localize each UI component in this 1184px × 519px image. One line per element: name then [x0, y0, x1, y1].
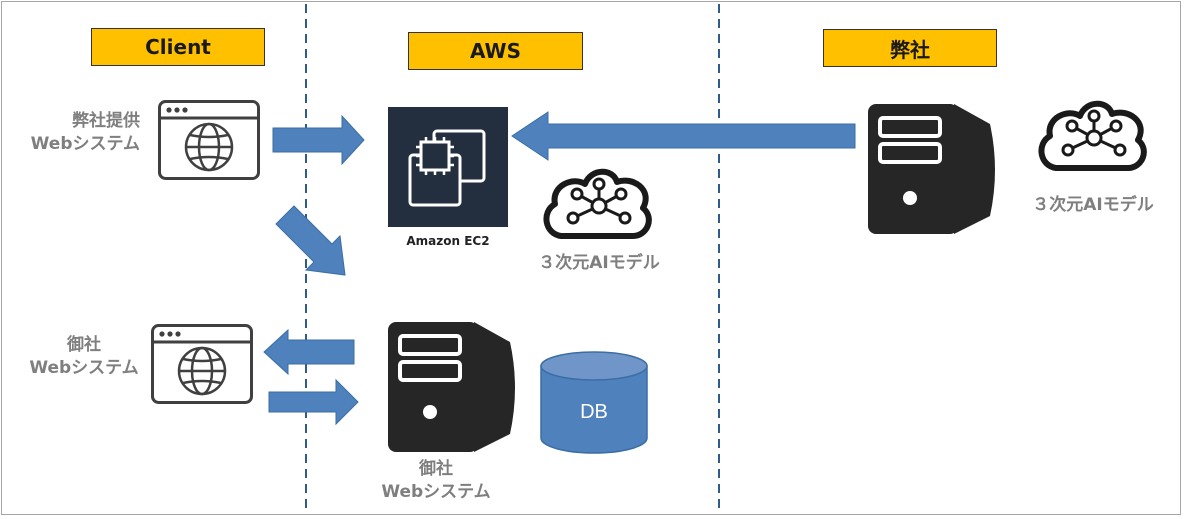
aws-server-label-line1: 御社 [419, 459, 453, 479]
client-column-header: Client [91, 28, 265, 66]
arrow-right-to-server [268, 378, 359, 426]
database-cylinder-icon: DB [540, 351, 648, 454]
server-icon [868, 104, 995, 234]
globe-icon [177, 346, 227, 396]
company-system-label-line2: Webシステム [30, 134, 140, 154]
server-icon [388, 322, 515, 452]
browser-window-icon [151, 324, 253, 404]
client-system-label-line1: 御社 [67, 335, 101, 355]
ai-model-company-label: ３次元AIモデル [1032, 195, 1154, 215]
aws-column-header: AWS [408, 32, 583, 70]
arrow-diagonal-to-ec2 [275, 205, 346, 276]
company-column-header: 弊社 [823, 29, 997, 67]
ec2-chip-icon [388, 107, 508, 227]
ec2-caption: Amazon EC2 [406, 234, 490, 248]
arrow-left-from-company [511, 111, 856, 161]
globe-icon [184, 122, 234, 172]
ai-brain-network-icon [543, 168, 652, 239]
aws-server-label-line2: Webシステム [381, 482, 491, 502]
aws-server-label: 御社 Webシステム [366, 458, 506, 504]
db-label: DB [580, 401, 608, 423]
client-system-label-line2: Webシステム [29, 358, 139, 378]
arrow-right-to-ec2 [272, 114, 365, 166]
browser-window-icon [158, 100, 260, 180]
arrow-left-to-client [263, 328, 355, 376]
ai-model-aws-label: ３次元AIモデル [538, 253, 660, 273]
client-system-label: 御社 Webシステム [16, 334, 152, 380]
ai-brain-network-icon [1038, 100, 1147, 171]
company-system-label: 弊社提供 Webシステム [4, 110, 140, 156]
company-system-label-line1: 弊社提供 [72, 111, 140, 131]
